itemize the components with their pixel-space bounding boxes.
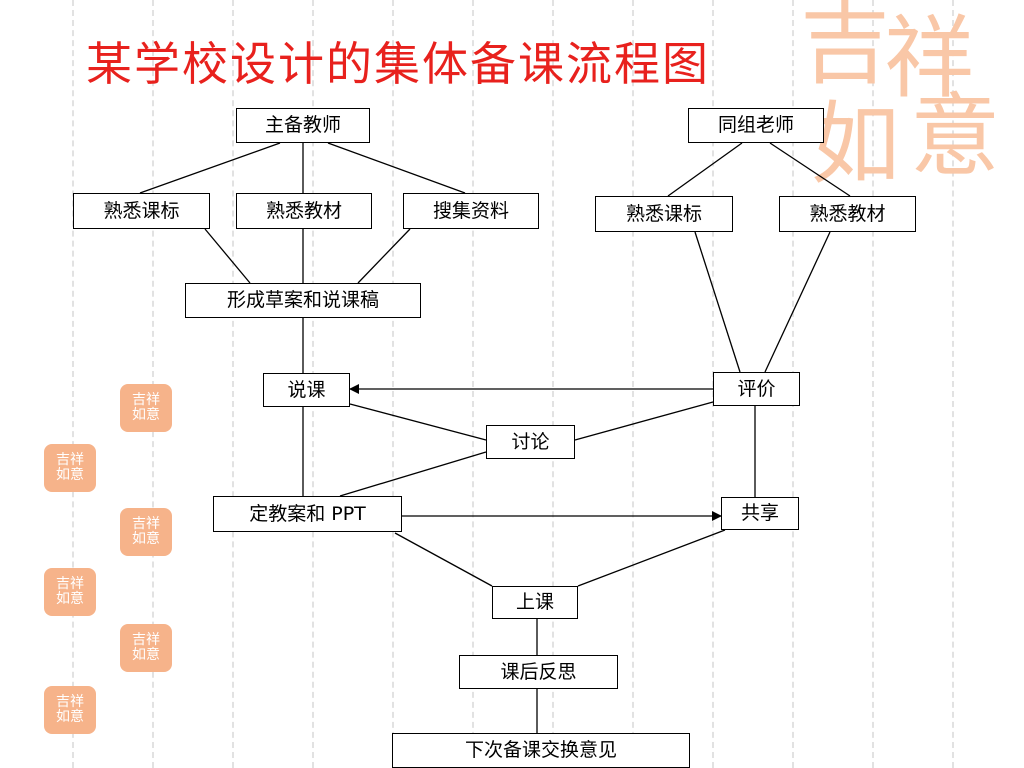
edge	[357, 228, 411, 284]
node-group-teachers: 同组老师	[688, 108, 824, 143]
edge	[327, 142, 466, 194]
node-evaluate: 评价	[713, 372, 800, 406]
node-curriculum-standard-right: 熟悉课标	[595, 196, 733, 232]
bg-rule	[472, 0, 474, 768]
bg-rule	[72, 0, 74, 768]
seal-stamp: 吉祥如意	[120, 508, 172, 556]
page-title: 某学校设计的集体备课流程图	[86, 37, 710, 91]
edge	[394, 532, 493, 587]
node-textbook-right: 熟悉教材	[779, 196, 916, 232]
node-draft-plan: 形成草案和说课稿	[185, 283, 421, 318]
bg-rule	[872, 0, 874, 768]
node-discuss: 讨论	[486, 425, 575, 459]
node-share: 共享	[721, 497, 799, 530]
seal-stamp: 吉祥如意	[44, 686, 96, 734]
bg-rule	[232, 0, 234, 768]
seal-stamp: 吉祥如意	[44, 444, 96, 492]
edge	[139, 142, 281, 194]
edge	[574, 401, 714, 441]
edge	[204, 228, 251, 284]
node-textbook-left: 熟悉教材	[236, 193, 372, 229]
node-teach: 上课	[492, 586, 578, 619]
edge	[769, 142, 851, 197]
edge	[577, 529, 726, 587]
bg-rule	[952, 0, 954, 768]
node-exchange-opinions: 下次备课交换意见	[392, 733, 690, 768]
seal-stamp: 吉祥如意	[120, 624, 172, 672]
node-finalize-plan-ppt: 定教案和 PPT	[213, 496, 402, 532]
seal-stamp: 吉祥如意	[44, 568, 96, 616]
node-shuoke: 说课	[263, 373, 350, 407]
node-lead-teacher: 主备教师	[236, 108, 370, 143]
seal-stamp: 吉祥如意	[120, 384, 172, 432]
edge	[667, 142, 743, 197]
bg-rule	[632, 0, 634, 768]
edge	[339, 451, 487, 497]
bg-rule	[392, 0, 394, 768]
node-reflect: 课后反思	[459, 655, 618, 689]
bg-rule	[552, 0, 554, 768]
node-curriculum-standard-left: 熟悉课标	[73, 193, 210, 229]
edge	[349, 403, 487, 441]
large-seal-watermark: 吉 祥 如 意	[800, 0, 1000, 197]
node-collect-materials: 搜集资料	[403, 193, 539, 229]
edge	[764, 231, 831, 373]
edge	[694, 231, 741, 373]
